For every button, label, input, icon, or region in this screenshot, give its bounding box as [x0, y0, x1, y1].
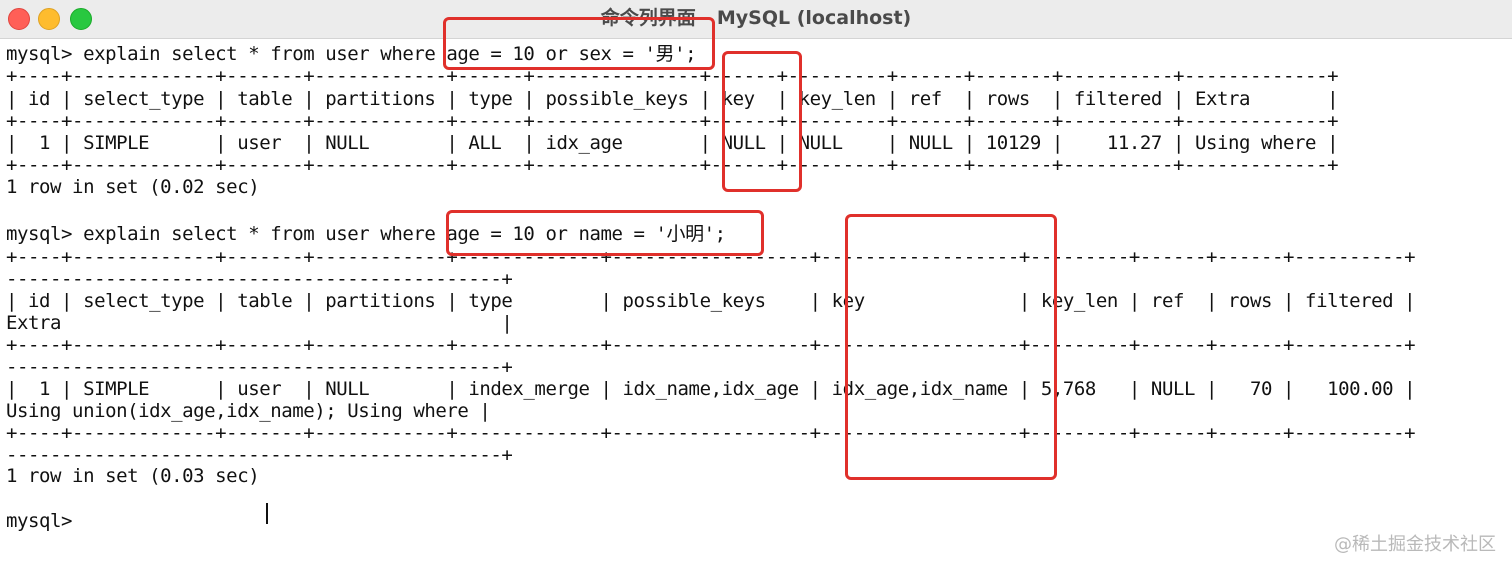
- table-header-row: | id | select_type | table | partitions …: [6, 290, 1416, 312]
- text-cursor: [266, 503, 268, 524]
- table-header-row-wrap: Extra |: [6, 312, 513, 334]
- terminal-output[interactable]: mysql> explain select * from user where …: [0, 38, 1512, 570]
- table-data-row: | 1 | SIMPLE | user | NULL | index_merge…: [6, 378, 1416, 400]
- table-border-line: +----+-------------+-------+------------…: [6, 65, 1339, 87]
- window-title: 命令列界面 - MySQL (localhost): [600, 7, 912, 29]
- table-border-line-wrap: ----------------------------------------…: [6, 268, 513, 290]
- table-border-line: +----+-------------+-------+------------…: [6, 110, 1339, 132]
- table-data-row: | 1 | SIMPLE | user | NULL | ALL | idx_a…: [6, 132, 1339, 154]
- result-summary-line: 1 row in set (0.02 sec): [6, 176, 260, 198]
- table-border-line: +----+-------------+-------+------------…: [6, 154, 1339, 176]
- terminal-line-command-1: mysql> explain select * from user where …: [6, 43, 697, 65]
- table-border-line: +----+-------------+-------+------------…: [6, 246, 1416, 268]
- result-summary-line: 1 row in set (0.03 sec): [6, 465, 260, 487]
- watermark: @稀土掘金技术社区: [1334, 534, 1496, 555]
- annotation-box-key-column-1: [722, 51, 802, 192]
- annotation-box-where-clause-2: [446, 210, 764, 256]
- table-border-line-wrap: ----------------------------------------…: [6, 356, 513, 378]
- close-window-button[interactable]: [8, 8, 30, 30]
- annotation-box-where-clause-1: [443, 17, 715, 70]
- table-header-row: | id | select_type | table | partitions …: [6, 88, 1339, 110]
- annotation-box-key-column-2: [845, 214, 1057, 480]
- table-border-line: +----+-------------+-------+------------…: [6, 334, 1416, 356]
- table-data-row-wrap: Using union(idx_age,idx_name); Using whe…: [6, 400, 491, 422]
- terminal-line-command-2: mysql> explain select * from user where …: [6, 223, 726, 245]
- minimize-window-button[interactable]: [38, 8, 60, 30]
- mysql-prompt: mysql>: [6, 510, 73, 532]
- window-titlebar: 命令列界面 - MySQL (localhost): [0, 0, 1512, 39]
- table-border-line: +----+-------------+-------+------------…: [6, 422, 1416, 444]
- table-border-line-wrap: ----------------------------------------…: [6, 444, 513, 466]
- maximize-window-button[interactable]: [70, 8, 92, 30]
